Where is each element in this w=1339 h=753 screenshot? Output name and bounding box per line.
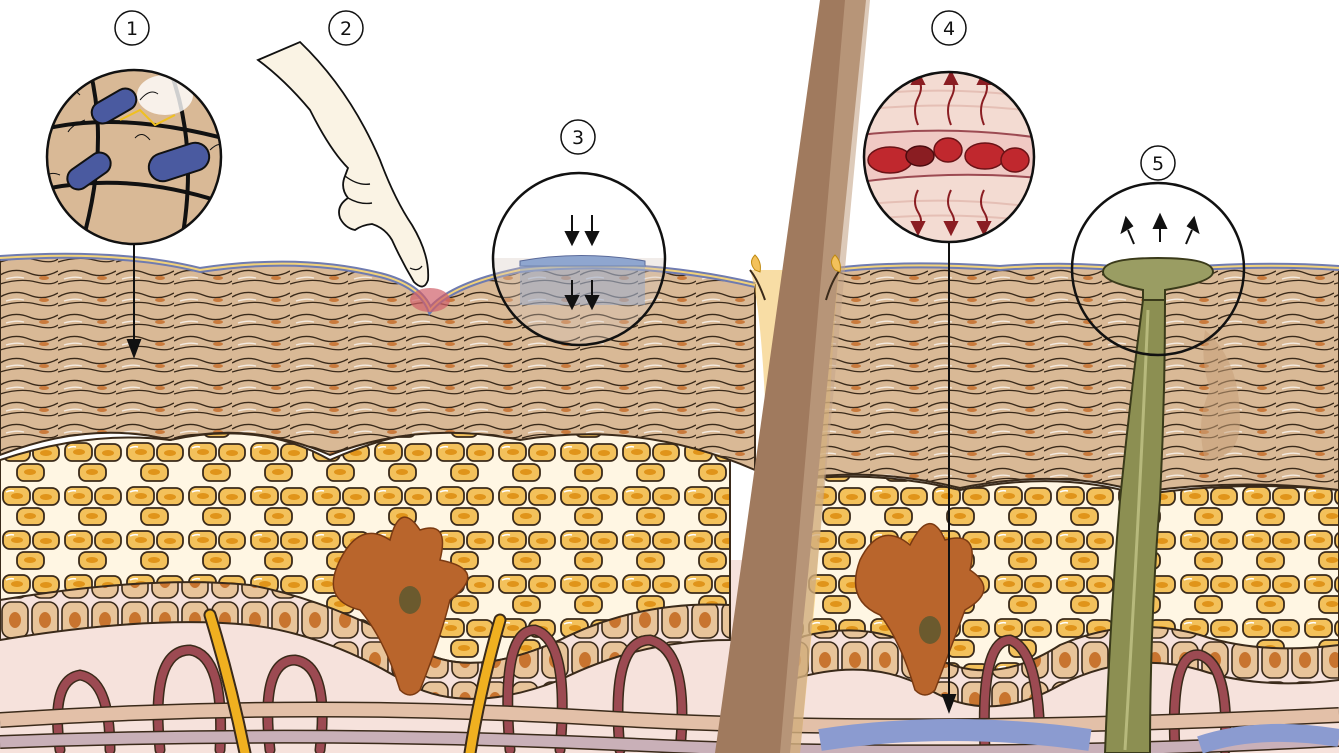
marker-1: 1 <box>115 11 149 45</box>
sebum-drop-left <box>752 255 761 272</box>
marker-5-label: 5 <box>1152 153 1164 175</box>
marker-5: 5 <box>1141 146 1175 180</box>
finger-icon <box>258 42 428 287</box>
blood-vessel-icon <box>860 131 1040 182</box>
epidermis-layer-right <box>800 265 1339 492</box>
marker-2: 2 <box>329 11 363 45</box>
pressure-spot <box>410 288 450 312</box>
marker-3: 3 <box>561 120 595 154</box>
marker-4-label: 4 <box>943 18 955 40</box>
marker-1-label: 1 <box>126 18 138 40</box>
sweat-duct-icon <box>1122 215 1198 244</box>
marker-3-label: 3 <box>572 127 584 149</box>
zoom-circle-bacteria <box>40 60 230 250</box>
marker-2-label: 2 <box>340 18 352 40</box>
marker-4: 4 <box>932 11 966 45</box>
zoom-circle-blood-vessel <box>860 70 1040 250</box>
